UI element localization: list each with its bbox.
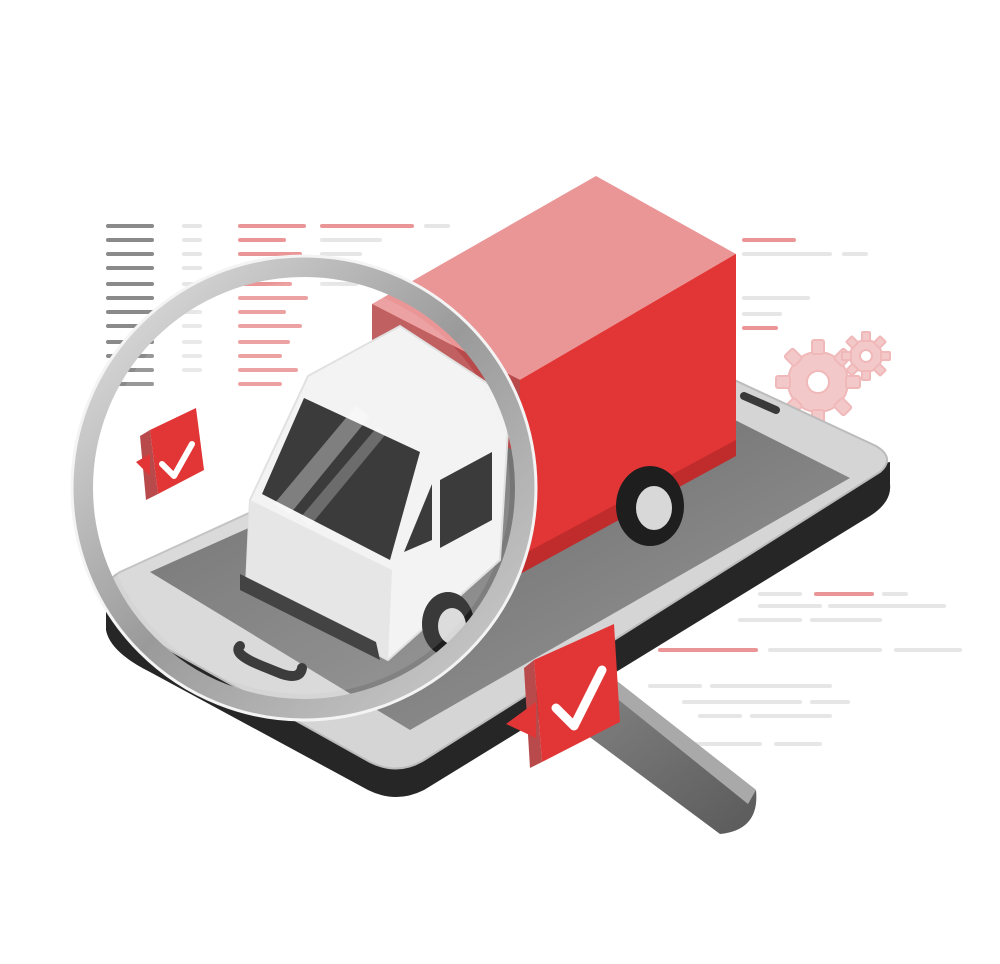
data-lines-right (648, 238, 962, 746)
check-badge-icon (506, 624, 620, 768)
check-badge-icon (136, 408, 204, 500)
gear-icon (775, 331, 891, 425)
